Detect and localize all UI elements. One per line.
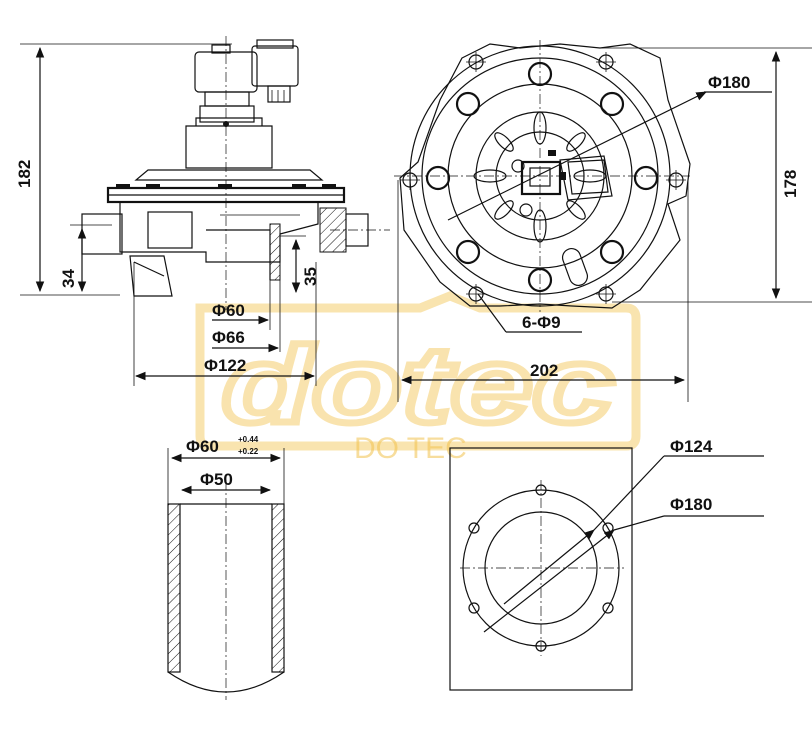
cover-bolt-circles	[425, 61, 659, 293]
side-view: 182 34	[15, 36, 390, 386]
side-height-label: 182	[15, 160, 34, 188]
side-d60-label: Φ60	[212, 301, 245, 320]
side-port-label: 35	[301, 267, 320, 286]
pipe-section: Φ60 +0.44 +0.22 Φ50	[167, 435, 285, 700]
top-holes-label: 6-Φ9	[522, 313, 561, 332]
pipe-tol-lower: +0.22	[238, 447, 259, 456]
flange-d124-label: Φ124	[670, 437, 713, 456]
side-base-label: 34	[59, 269, 78, 288]
side-d122-label: Φ122	[204, 356, 246, 375]
watermark-logo-text: dotec	[222, 324, 614, 445]
watermark: dotec DO TEC	[195, 291, 641, 465]
pipe-inner-label: Φ50	[200, 470, 233, 489]
top-height-label: 178	[781, 170, 800, 198]
cover-bolts	[116, 184, 336, 189]
flange-plate: Φ124 Φ180	[449, 437, 764, 691]
flange-d180-label: Φ180	[670, 495, 712, 514]
watermark-sub-text: DO TEC	[354, 432, 467, 465]
pipe-tol-upper: +0.44	[238, 435, 259, 444]
mounting-holes	[400, 52, 686, 304]
top-view: 178	[394, 40, 812, 402]
pipe-outer-label: Φ60	[186, 437, 219, 456]
side-d66-label: Φ66	[212, 328, 245, 347]
top-d180-label: Φ180	[708, 73, 750, 92]
top-width-label: 202	[530, 361, 558, 380]
